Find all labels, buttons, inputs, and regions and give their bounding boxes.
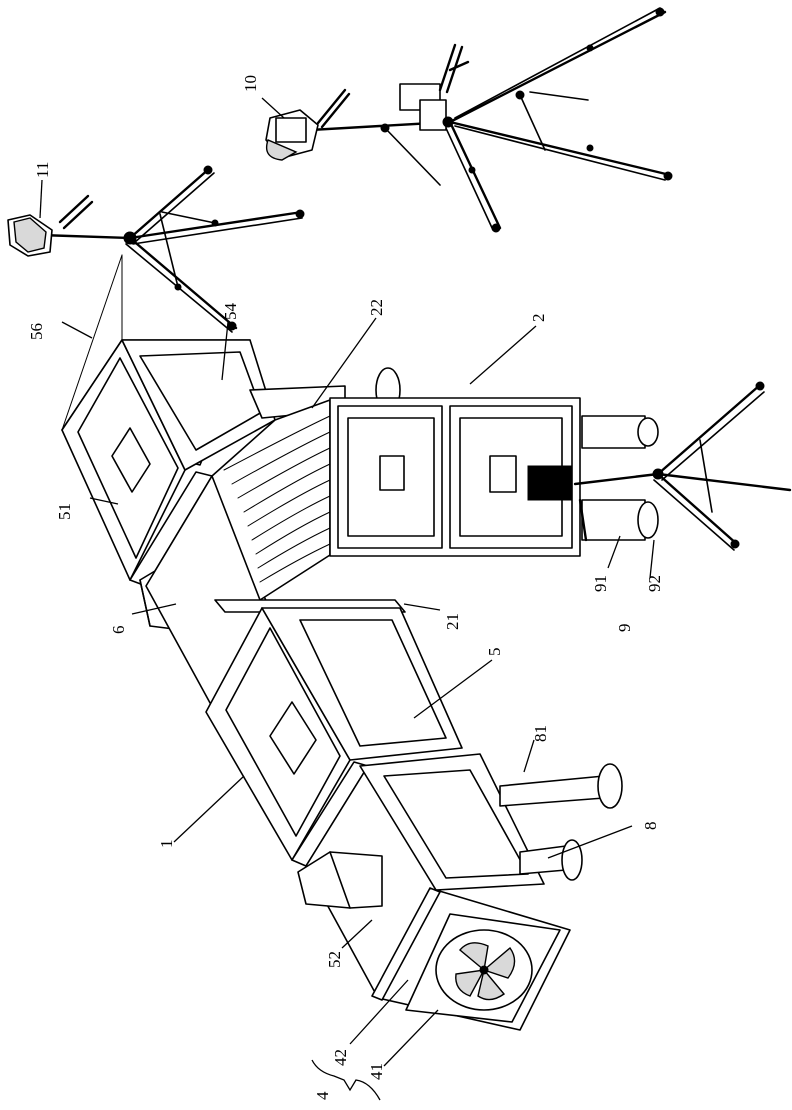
- label-54: 54: [221, 303, 240, 321]
- label-4: 4: [313, 1091, 332, 1100]
- label-41: 41: [367, 1063, 386, 1080]
- label-1: 1: [157, 840, 176, 849]
- label-51: 51: [55, 503, 74, 520]
- reference-numerals: 1 2 4 5 6 8 9 10 11 21 22 41 42 51 52 54…: [27, 75, 664, 1100]
- label-2: 2: [529, 314, 548, 323]
- label-92: 92: [645, 575, 664, 592]
- label-8: 8: [641, 822, 660, 831]
- label-11: 11: [33, 162, 52, 178]
- tripod-sensor-10: [266, 8, 672, 232]
- label-91: 91: [591, 575, 610, 592]
- label-81: 81: [531, 725, 550, 742]
- label-5: 5: [485, 648, 504, 657]
- tripod-sensor-11: [8, 166, 304, 332]
- label-9: 9: [615, 624, 634, 633]
- label-22: 22: [367, 299, 386, 316]
- label-42: 42: [331, 1049, 350, 1066]
- label-21: 21: [443, 613, 462, 630]
- upper-duct-section: [62, 255, 790, 712]
- label-10: 10: [241, 75, 260, 92]
- label-56: 56: [27, 323, 46, 340]
- label-6: 6: [109, 626, 128, 635]
- label-52: 52: [325, 951, 344, 968]
